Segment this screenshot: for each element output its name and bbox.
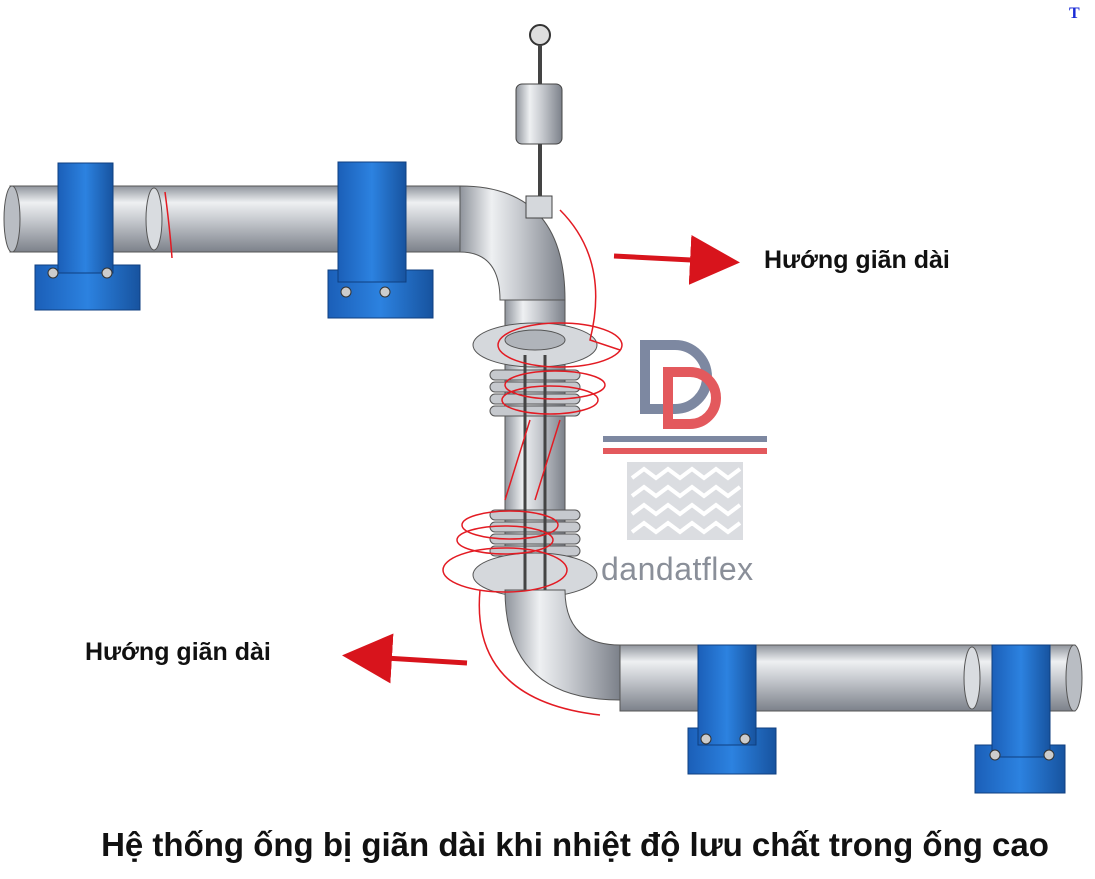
spring-hanger — [515, 24, 563, 219]
expansion-direction-label-left: Hướng giãn dài — [85, 638, 271, 666]
watermark-brand-text: dandatflex — [601, 551, 754, 587]
expansion-joint — [472, 299, 598, 598]
expansion-arrow-left — [342, 633, 468, 684]
pipe-support-2 — [327, 161, 434, 319]
displaced-pipe-outline — [164, 191, 623, 716]
pipe-support-3 — [687, 644, 777, 775]
pipe-support-1 — [34, 162, 141, 311]
watermark-logo — [603, 340, 767, 540]
pipe-support-4 — [974, 644, 1066, 794]
diagram-caption: Hệ thống ống bị giãn dài khi nhiệt độ lư… — [101, 826, 1049, 863]
expansion-direction-label-right: Hướng giãn dài — [764, 246, 950, 274]
corner-mark: T — [1069, 5, 1080, 22]
expansion-arrow-right — [613, 234, 740, 285]
